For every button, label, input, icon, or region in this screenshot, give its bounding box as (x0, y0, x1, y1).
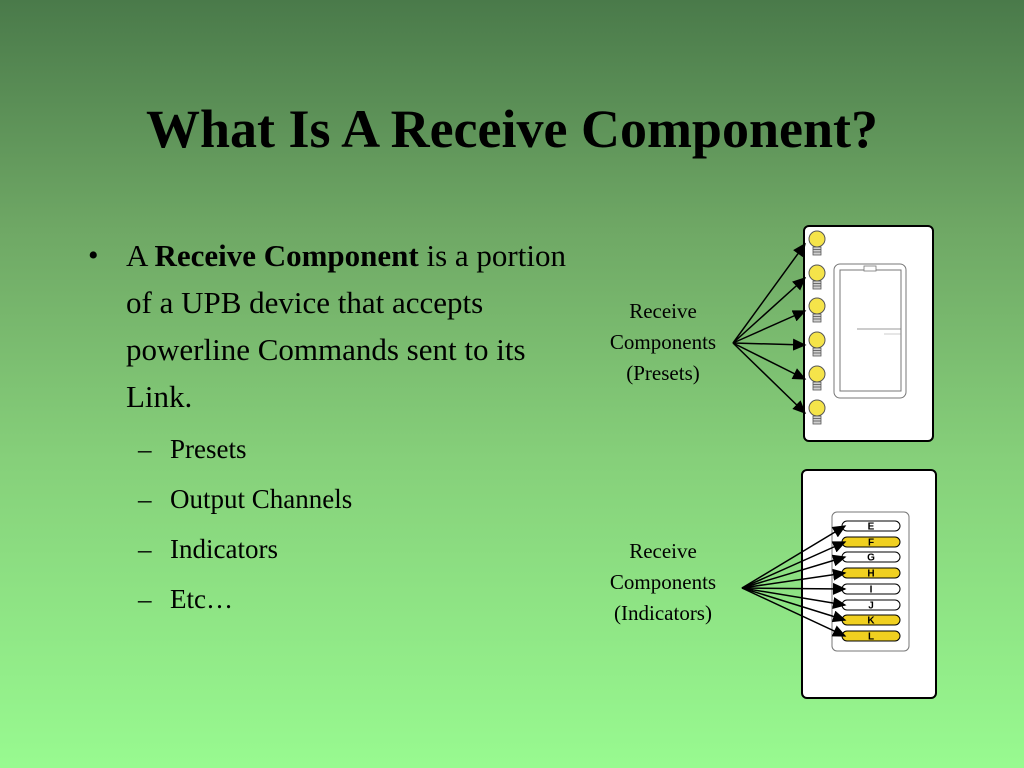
indicator-arrows (741, 525, 847, 637)
slide-title: What Is A Receive Component? (146, 99, 878, 159)
bullet-prefix: A (126, 238, 155, 273)
arrow (741, 568, 847, 589)
presets-label-line: Receive (629, 299, 697, 323)
indicator-e: E (841, 520, 901, 533)
svg-text:E: E (868, 522, 875, 533)
indicator-g: G (841, 551, 901, 564)
arrow (741, 587, 847, 609)
arrow (741, 554, 847, 589)
svg-text:F: F (868, 538, 874, 549)
bullet-rest: is a portion of a UPB device that accept… (126, 238, 566, 414)
indicators-label-line: Receive (629, 539, 697, 563)
svg-text:G: G (867, 553, 875, 564)
svg-text:J: J (868, 601, 874, 612)
arrow (732, 342, 807, 380)
arrow (741, 587, 847, 637)
sub-item-indicators: –Indicators (138, 534, 278, 564)
presets-label-line: (Presets) (626, 361, 700, 385)
svg-text:I: I (870, 585, 873, 596)
indicator-k: K (841, 614, 901, 627)
indicator-l: L (841, 630, 901, 643)
presets-label: Receive Components (Presets) (578, 296, 748, 389)
arrow (732, 310, 807, 344)
svg-text:K: K (867, 616, 875, 627)
arrow (741, 525, 847, 589)
svg-text:H: H (867, 569, 874, 580)
sub-item-etc: –Etc… (138, 584, 233, 614)
wall-switch-icon (803, 225, 934, 442)
bullet-list: • A Receive Component is a portion of a … (88, 232, 578, 624)
preset-arrows (732, 242, 807, 415)
bullet-dot: • (88, 239, 99, 272)
indicators-label-line: Components (609, 570, 717, 594)
bullet-bold-term: Receive Component (154, 238, 419, 273)
arrow (741, 541, 847, 589)
sub-bullet-list: –Presets –Output Channels –Indicators –E… (88, 424, 578, 624)
sub-item-presets: –Presets (138, 434, 247, 464)
arrow (732, 276, 807, 344)
indicators-label-line: (Indicators) (614, 601, 712, 625)
svg-text:L: L (868, 632, 874, 643)
indicator-j: J (841, 599, 901, 612)
indicator-h: H (841, 567, 901, 580)
presets-label-line: Components (609, 330, 717, 354)
arrow (741, 582, 847, 595)
indicator-f: F (841, 536, 901, 549)
indicator-i: I (841, 583, 901, 596)
arrow (732, 342, 807, 415)
arrow (732, 242, 806, 344)
bullet-item: • A Receive Component is a portion of a … (88, 232, 578, 420)
sub-item-output-channels: –Output Channels (138, 484, 353, 514)
arrow (732, 338, 807, 351)
arrow (741, 587, 847, 623)
indicators-label: Receive Components (Indicators) (578, 536, 748, 629)
